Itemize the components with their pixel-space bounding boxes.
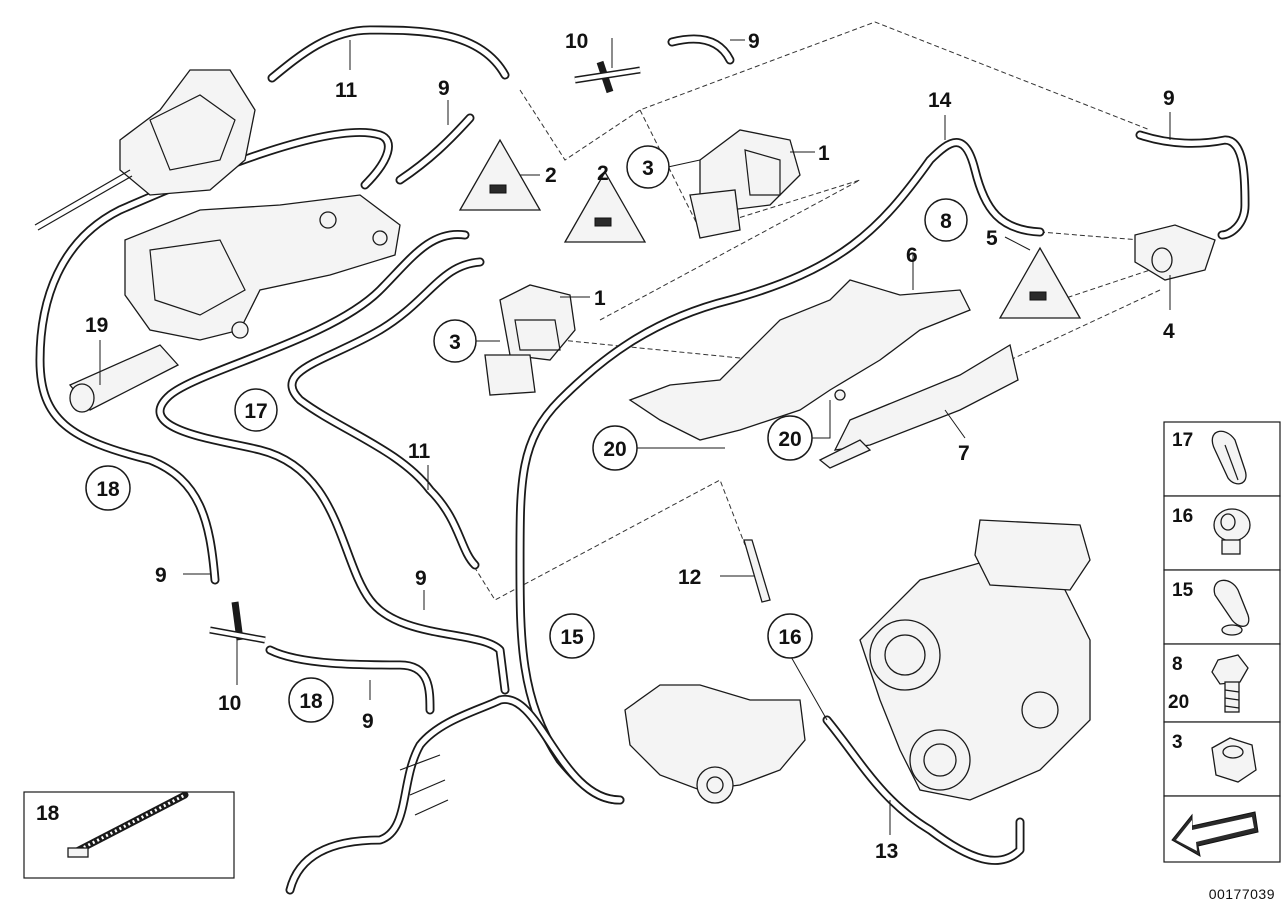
bolt-icon	[1211, 654, 1249, 713]
callout-18: 18	[36, 802, 60, 825]
callout-18: 18	[299, 690, 323, 713]
nut-icon	[1211, 737, 1257, 783]
warning-icon	[998, 246, 1082, 319]
callout-2: 2	[597, 162, 609, 185]
callout-9: 9	[748, 30, 760, 53]
callout-10: 10	[218, 692, 241, 715]
callout-9: 9	[1163, 87, 1175, 110]
legend-label: 8	[1172, 654, 1183, 675]
bracket-assembly-left	[124, 194, 401, 341]
legend-label: 3	[1172, 732, 1183, 753]
pressure-converter-mid	[484, 284, 576, 396]
callout-1: 1	[818, 142, 830, 165]
callout-17: 17	[244, 400, 267, 423]
callout-16: 16	[778, 626, 801, 649]
callout-circle	[767, 415, 813, 461]
t-connector-lower	[209, 601, 266, 644]
callout-13: 13	[875, 840, 898, 863]
callout-circle	[767, 613, 813, 659]
clip-icon	[1211, 430, 1247, 485]
callout-labels: 11 10 9 9 2 2 3 1 14 9 8 6 5 4 1 3 19 17…	[85, 30, 1175, 863]
callout-9: 9	[415, 567, 427, 590]
legend-label: 20	[1168, 692, 1189, 713]
callout-circle	[626, 145, 670, 189]
valve-12	[743, 539, 771, 603]
callout-10: 10	[565, 30, 588, 53]
callout-12: 12	[678, 566, 701, 589]
callout-8: 8	[940, 210, 952, 233]
pressure-converter-upper	[689, 129, 801, 239]
legend-label: 15	[1172, 580, 1194, 601]
callout-18: 18	[96, 478, 120, 501]
direction-arrow-icon	[1171, 811, 1259, 857]
callout-15: 15	[560, 626, 584, 649]
callout-7: 7	[958, 442, 970, 465]
callout-9: 9	[155, 564, 167, 587]
legend-label: 16	[1172, 506, 1193, 527]
solenoid-valve-right	[1134, 224, 1216, 281]
legend-label: 17	[1172, 430, 1193, 451]
callout-2: 2	[545, 164, 557, 187]
callout-circle	[549, 613, 595, 659]
pipe-fitting-19	[68, 344, 180, 413]
callout-20: 20	[778, 428, 801, 451]
leader-lines	[99, 38, 1171, 835]
cable-tie-box: 18	[23, 791, 235, 879]
clip-icon	[1213, 579, 1250, 636]
callout-9: 9	[362, 710, 374, 733]
heat-shield-7	[818, 343, 1019, 469]
hoses	[35, 25, 1250, 895]
callout-1: 1	[594, 287, 606, 310]
callout-5: 5	[986, 227, 998, 250]
turbocharger	[859, 519, 1091, 801]
vacuum-actuator-upper-left	[34, 69, 256, 231]
t-connector-upper	[574, 60, 641, 94]
legend-panel: 17 16 15 8 20 3	[1163, 421, 1281, 863]
warning-icon	[563, 170, 647, 243]
callout-circle	[85, 465, 131, 511]
callout-3: 3	[642, 157, 654, 180]
callout-4: 4	[1163, 320, 1175, 343]
grommet-icon	[1213, 508, 1251, 555]
callout-3: 3	[449, 331, 461, 354]
callout-circle	[592, 425, 638, 471]
callout-circle	[433, 319, 477, 363]
callout-11: 11	[335, 79, 358, 102]
callout-9: 9	[438, 77, 450, 100]
callout-11: 11	[408, 440, 431, 463]
callout-6: 6	[906, 244, 918, 267]
diagram-reference-number: 00177039	[1208, 886, 1275, 902]
intake-manifold-lower	[624, 684, 806, 804]
callout-14: 14	[928, 89, 952, 112]
callout-circle	[234, 388, 278, 432]
callout-circle	[924, 198, 968, 242]
warning-triangles	[458, 138, 1082, 319]
callout-20: 20	[603, 438, 626, 461]
callout-circle	[288, 677, 334, 723]
callout-19: 19	[85, 314, 108, 337]
holder-6	[628, 279, 971, 441]
